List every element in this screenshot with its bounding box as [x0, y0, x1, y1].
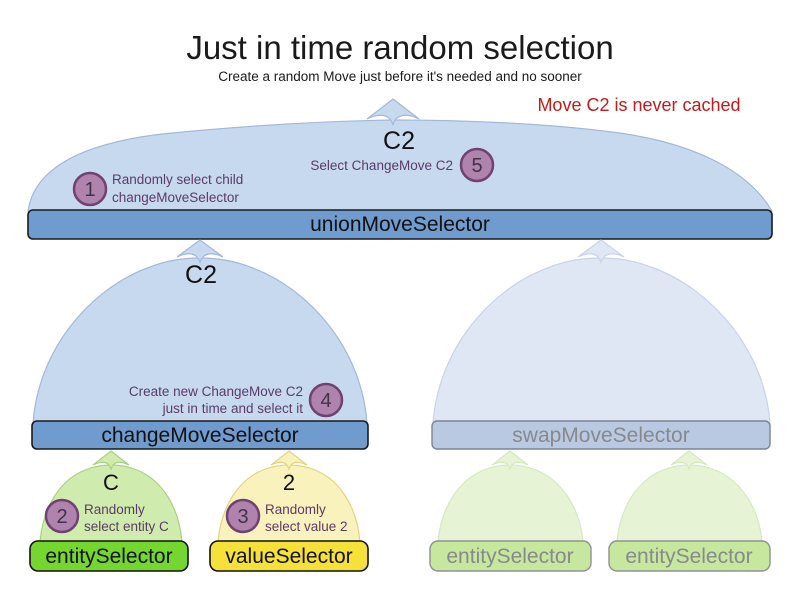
- step-1-circle: [72, 171, 108, 207]
- step-5-number: 5: [471, 155, 482, 177]
- step-1-note-line2: changeMoveSelector: [112, 190, 239, 205]
- entity-output-arrow-icon: [92, 450, 130, 471]
- step-2-number: 2: [56, 506, 67, 528]
- step-4-note-line1: Create new ChangeMove C2: [129, 384, 303, 399]
- swap-move-selector-bar: [431, 420, 771, 450]
- value-selector-label: valueSelector: [225, 545, 352, 568]
- swap-move-selector-label: swapMoveSelector: [512, 424, 689, 447]
- step-4-circle: [308, 382, 344, 418]
- change-move-selector-label: changeMoveSelector: [101, 424, 298, 447]
- step-2-circle: [44, 498, 80, 534]
- step-5-circle: [459, 147, 495, 183]
- step-3-note-line2: select value 2: [265, 519, 348, 534]
- step-3-circle: [225, 498, 261, 534]
- entity-selector-label: entitySelector: [45, 545, 172, 568]
- union-output-arrow-icon: [366, 98, 420, 126]
- faded-entity-selector-right-bar: [608, 540, 771, 572]
- swap-output-arrow-icon: [577, 239, 625, 264]
- step-2-note-line2: select entity C: [84, 519, 169, 534]
- entity-output-label: C: [103, 470, 119, 495]
- faded-entity-left-arrow-icon: [491, 450, 529, 471]
- faded-entity-right-arrow-icon: [670, 450, 708, 471]
- value-output-label: 2: [283, 470, 295, 495]
- union-move-selector-bar: [27, 209, 773, 240]
- value-output-arrow-icon: [270, 450, 308, 471]
- step-1-number: 1: [84, 179, 95, 201]
- union-output-label: C2: [383, 127, 415, 155]
- faded-entity-selector-left-bar: [429, 540, 592, 572]
- step-1-note-line1: Randomly select child: [112, 172, 243, 187]
- value-selector-bar: [209, 540, 369, 572]
- change-output-label: C2: [185, 261, 217, 289]
- change-output-arrow-icon: [176, 239, 224, 264]
- step-3-number: 3: [237, 506, 248, 528]
- page-title: Just in time random selection: [186, 29, 613, 66]
- step-2-note-line1: Randomly: [84, 502, 145, 517]
- step-5-note-line1: Select ChangeMove C2: [310, 158, 453, 173]
- step-3-note-line1: Randomly: [265, 502, 326, 517]
- union-move-selector-label: unionMoveSelector: [310, 213, 490, 236]
- step-4-note-line2: just in time and select it: [162, 401, 304, 416]
- entity-selector-bar: [29, 540, 189, 572]
- faded-entity-selector-left-label: entitySelector: [446, 545, 573, 568]
- never-cached-note: Move C2 is never cached: [537, 95, 740, 115]
- faded-entity-selector-right-label: entitySelector: [625, 545, 752, 568]
- change-move-selector-bar: [31, 420, 369, 450]
- step-4-number: 4: [320, 390, 331, 412]
- page-subtitle: Create a random Move just before it's ne…: [218, 69, 582, 84]
